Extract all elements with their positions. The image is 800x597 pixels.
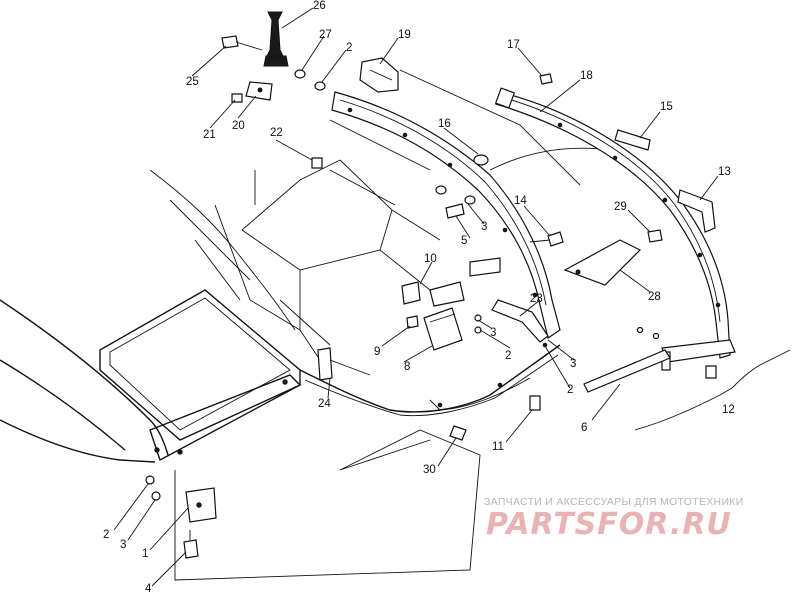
callout-14: 14 (514, 195, 527, 207)
callout-10: 10 (424, 253, 437, 265)
watermark-caption: ЗАПЧАСТИ И АКСЕССУАРЫ ДЛЯ МОТОТЕХНИКИ (484, 496, 744, 508)
callout-6: 6 (581, 422, 587, 434)
callout-9: 9 (374, 346, 380, 358)
callout-24: 24 (318, 398, 331, 410)
callout-26: 26 (313, 0, 326, 12)
callout-19: 19 (398, 29, 411, 41)
callout-28: 28 (648, 291, 661, 303)
callout-2-right: 2 (567, 384, 573, 396)
leader-lines (113, 7, 719, 587)
callout-2-mid: 2 (505, 350, 511, 362)
small-parts (145, 11, 791, 559)
callout-2-bottom: 2 (103, 529, 109, 541)
callout-15: 15 (660, 101, 673, 113)
callout-4: 4 (145, 583, 152, 592)
callout-labels: 26 27 2 19 17 18 25 20 21 22 16 15 13 14… (103, 0, 735, 595)
callout-11: 11 (492, 441, 504, 453)
hood-body (0, 69, 611, 581)
callout-25: 25 (186, 76, 199, 88)
callout-2-top: 2 (346, 42, 352, 54)
callout-3-mid: 3 (490, 327, 496, 339)
callout-18: 18 (580, 70, 593, 82)
watermark-logo: PARTSFOR.RU (486, 507, 732, 542)
callout-27: 27 (319, 29, 332, 41)
callout-12: 12 (722, 404, 735, 416)
callout-22: 22 (270, 127, 283, 139)
callout-3-right: 3 (570, 358, 576, 370)
callout-13: 13 (718, 166, 731, 178)
bumper-rail (494, 87, 736, 371)
callout-3-upper: 3 (481, 221, 487, 233)
callout-16: 16 (438, 118, 451, 130)
callout-29: 29 (614, 201, 627, 213)
callout-3-bottom: 3 (120, 539, 126, 551)
callout-8: 8 (404, 361, 410, 373)
callout-20: 20 (232, 120, 245, 132)
callout-23: 23 (530, 293, 543, 305)
callout-1: 1 (142, 548, 148, 560)
callout-17: 17 (507, 39, 520, 51)
callout-5: 5 (461, 235, 467, 247)
inner-frame (331, 91, 561, 339)
callout-21: 21 (203, 129, 216, 141)
callout-30: 30 (423, 464, 436, 476)
